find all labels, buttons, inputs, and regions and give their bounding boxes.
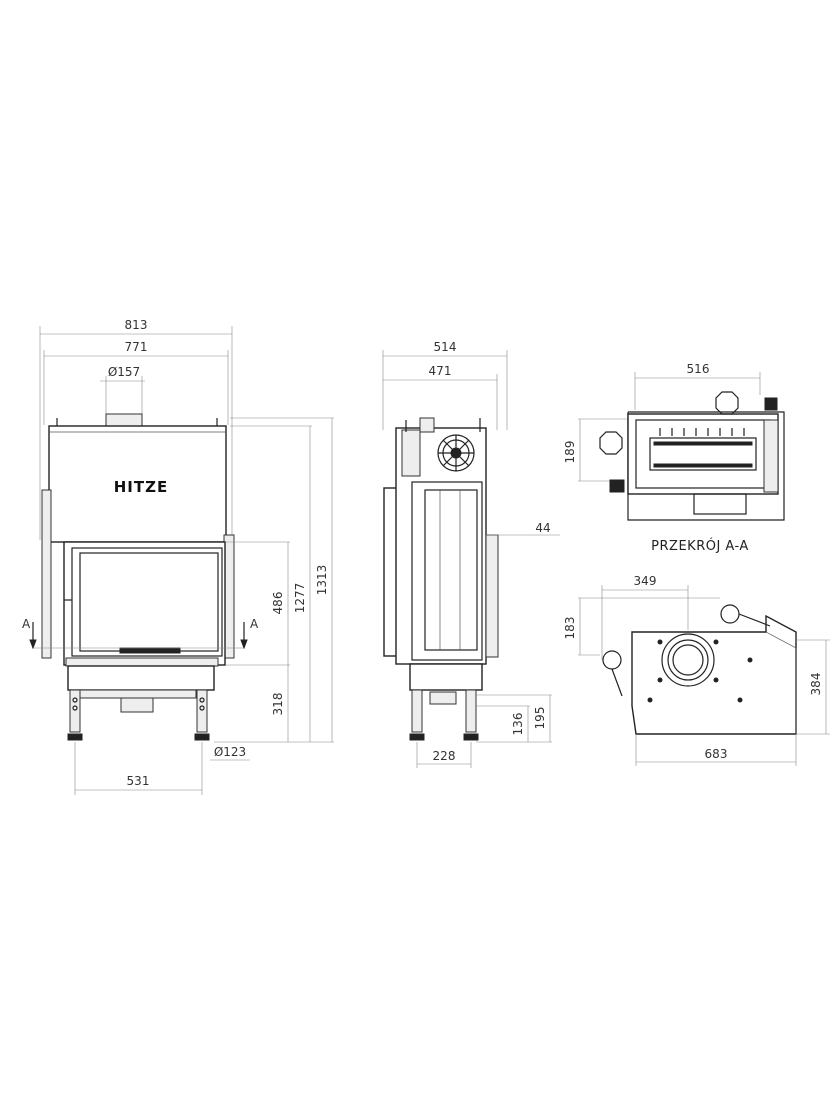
top-view: 349 183 xyxy=(563,574,830,766)
dim-base-top-height: 195 xyxy=(533,707,547,730)
section-marker-left: A xyxy=(22,617,31,631)
dim-height-total: 1313 xyxy=(315,565,329,596)
firebox-top xyxy=(48,425,227,543)
dim-legs-width: 531 xyxy=(127,774,150,788)
air-inlet xyxy=(120,697,154,713)
dim-front-width-inner: 771 xyxy=(125,340,148,354)
front-view: 813 771 Ø157 HITZE A xyxy=(22,318,334,795)
dim-air-inlet-height: 136 xyxy=(511,713,525,736)
dim-door-offset: 44 xyxy=(535,521,550,535)
dim-height-body: 1277 xyxy=(293,583,307,614)
flue-collar xyxy=(105,413,143,427)
fan-icon xyxy=(437,434,475,472)
dim-side-depth-outer: 514 xyxy=(434,340,457,354)
dim-top-width: 683 xyxy=(705,747,728,761)
base-frame xyxy=(67,665,215,691)
top-plate xyxy=(631,614,797,735)
dim-top-depth: 384 xyxy=(809,673,823,696)
section-marker-right: A xyxy=(250,617,259,631)
dim-section-width: 516 xyxy=(687,362,710,376)
dim-front-width-outer: 813 xyxy=(125,318,148,332)
dim-section-depth: 189 xyxy=(563,441,577,464)
dim-flue-diameter: Ø157 xyxy=(108,365,140,379)
dim-door-height: 486 xyxy=(271,592,285,615)
connector-left-icon-2 xyxy=(602,650,623,697)
dim-side-depth-inner: 471 xyxy=(429,364,452,378)
connector-top-icon xyxy=(715,391,739,415)
flue-ring-icon xyxy=(661,633,715,687)
door-frame xyxy=(63,541,226,666)
connector-left-icon xyxy=(599,431,623,455)
connector-right-icon xyxy=(720,604,771,627)
dim-flue-offset: 349 xyxy=(634,574,657,588)
dim-leg-depth: 228 xyxy=(433,749,456,763)
dim-flue-depth: 183 xyxy=(563,617,577,640)
dim-air-diameter: Ø123 xyxy=(214,745,246,759)
side-view: 514 471 44 xyxy=(382,340,560,768)
section-view: 516 189 PRZEKRÓJ A-A xyxy=(563,362,785,554)
section-label: PRZEKRÓJ A-A xyxy=(651,538,749,554)
dim-base-height: 318 xyxy=(271,693,285,716)
brand-logo: HITZE xyxy=(114,478,169,496)
